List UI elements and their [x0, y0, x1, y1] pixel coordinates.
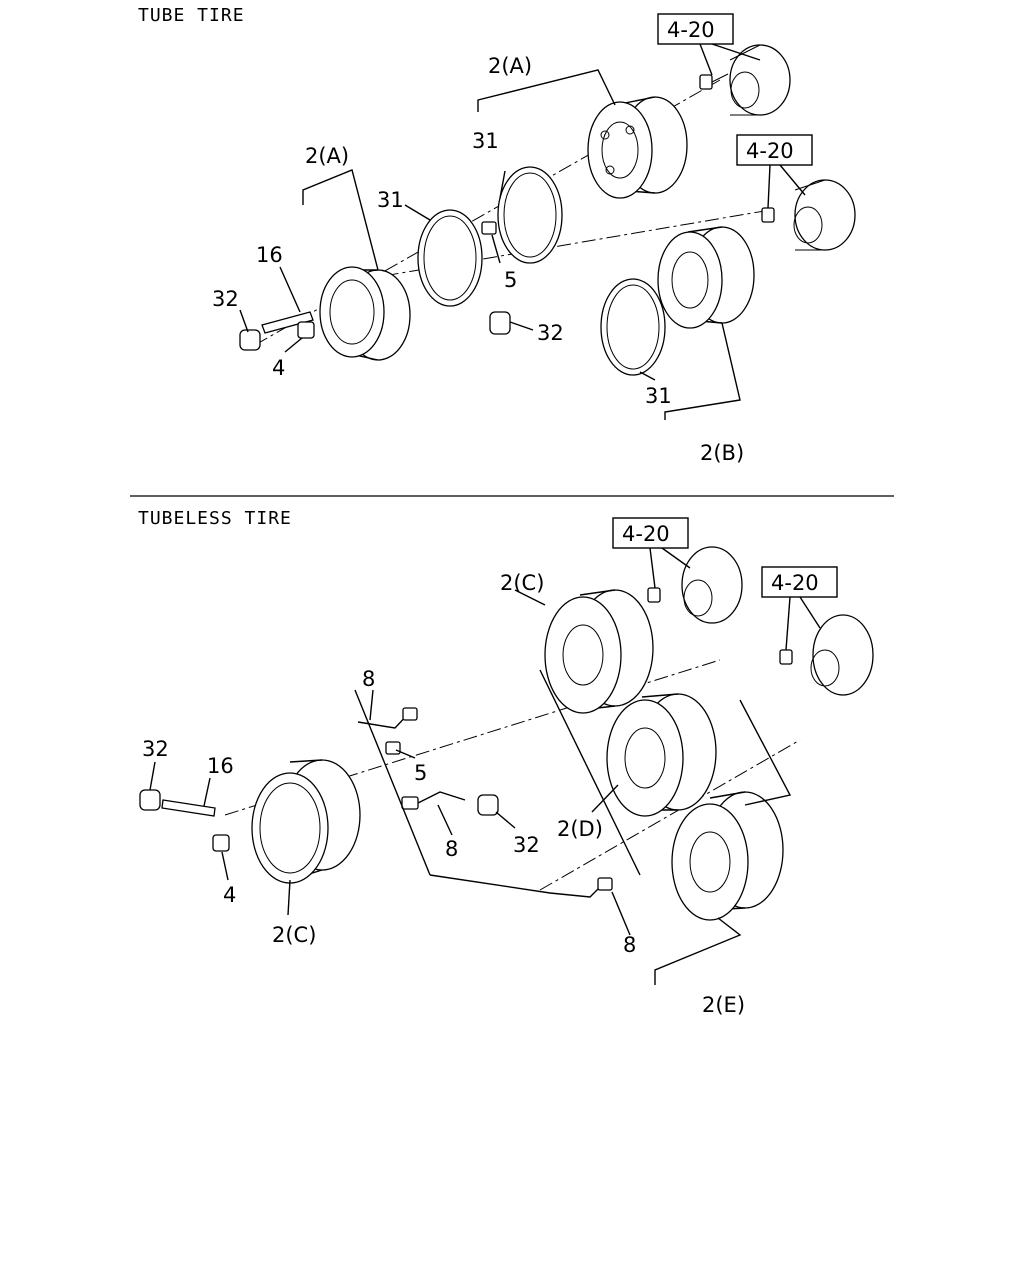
flap-ring: [600, 278, 666, 376]
hub-stud: [761, 207, 775, 223]
flap-ring: [417, 209, 483, 307]
bracket-2a-top: [477, 69, 616, 112]
label-16: 16: [256, 243, 283, 267]
bracket-rims: [739, 699, 792, 806]
hex-nut: [297, 321, 315, 339]
bracket-2a-front: [302, 169, 379, 271]
rim-a-rear: [587, 96, 688, 199]
label-2e: 2(E): [702, 993, 745, 1017]
rim-d: [606, 693, 717, 817]
leader-4: [284, 337, 303, 353]
leader-8-mid: [437, 804, 453, 836]
rim-a-front: [319, 266, 411, 361]
label-5: 5: [504, 268, 517, 292]
tubeless-tire-section: TUBELESS TIRE 4-20 4-20: [138, 508, 874, 1017]
hex-nut: [212, 834, 230, 852]
label-31-mid: 31: [377, 188, 404, 212]
leader-2c-front: [287, 879, 291, 916]
leader-valve-long: [429, 874, 551, 894]
bracket-2e: [654, 917, 742, 985]
label-2d: 2(D): [557, 817, 603, 841]
label-31-bottom: 31: [645, 384, 672, 408]
label-5: 5: [414, 761, 427, 785]
hub-stud: [779, 649, 793, 665]
rim-c-rear: [544, 589, 654, 714]
leader-4: [221, 851, 229, 881]
hub-drum: [681, 546, 743, 624]
label-2c-top: 2(C): [500, 571, 544, 595]
label-4: 4: [272, 356, 285, 380]
bolt-inner: [481, 221, 497, 235]
leader-5: [491, 234, 501, 264]
section-title-tubeless: TUBELESS TIRE: [138, 508, 292, 529]
hub-stud: [699, 73, 729, 90]
label-2c-front: 2(C): [272, 923, 316, 947]
label-31-top: 31: [472, 129, 499, 153]
label-2a-top: 2(A): [488, 54, 532, 78]
valve-stem: [357, 707, 418, 729]
valve-stem: [549, 877, 613, 898]
svg-text:4-20: 4-20: [667, 18, 715, 42]
svg-text:4-20: 4-20: [622, 522, 670, 546]
cap-nut: [239, 329, 261, 351]
ref-box-hub-2: 4-20: [736, 134, 813, 209]
bracket-2b: [664, 322, 741, 420]
label-32-left: 32: [212, 287, 239, 311]
hub-drum: [729, 44, 791, 116]
cap-nut: [139, 789, 161, 811]
leader-8-top: [369, 689, 374, 721]
leader-32-right: [495, 811, 516, 829]
rim-b: [657, 226, 755, 329]
label-8-mid: 8: [445, 837, 458, 861]
label-2a-front: 2(A): [305, 144, 349, 168]
ref-box-hub-1: 4-20: [657, 13, 761, 76]
bolt-long: [161, 799, 216, 817]
cap-nut: [477, 794, 499, 816]
label-8-bottom: 8: [623, 933, 636, 957]
rim-c-front: [251, 759, 361, 884]
label-4: 4: [223, 883, 236, 907]
label-32-right: 32: [537, 321, 564, 345]
leader-2d: [591, 784, 619, 813]
rim-e: [671, 791, 784, 921]
label-32-right: 32: [513, 833, 540, 857]
axis-line: [539, 739, 801, 891]
leader-valve-diagonal: [354, 689, 431, 876]
label-8-top: 8: [362, 667, 375, 691]
leader-16: [203, 777, 211, 807]
hub-stud: [647, 587, 661, 603]
leader-2c-top: [514, 589, 546, 606]
bracket-rims-left: [539, 669, 641, 876]
leader-31-top: [499, 170, 506, 199]
bolt-long: [261, 311, 314, 334]
svg-text:4-20: 4-20: [746, 139, 794, 163]
cap-nut: [489, 311, 511, 335]
ref-box-hub-4: 4-20: [761, 566, 838, 651]
label-2b: 2(B): [700, 441, 744, 465]
hub-drum: [793, 179, 856, 251]
leader-5: [395, 749, 416, 759]
label-16: 16: [207, 754, 234, 778]
leader-8-bottom: [611, 891, 631, 936]
bolt-inner: [385, 741, 401, 755]
leader-31-bottom: [639, 371, 656, 381]
tube-tire-section: TUBE TIRE 4-20 4-20: [138, 5, 856, 465]
leader-32-right: [509, 321, 534, 331]
leader-31-mid: [404, 204, 431, 221]
ref-box-hub-3: 4-20: [612, 517, 691, 589]
leader-32-left: [149, 761, 156, 791]
svg-text:4-20: 4-20: [771, 571, 819, 595]
leader-32-left: [239, 309, 249, 333]
flap-ring: [497, 166, 563, 264]
section-title-tube: TUBE TIRE: [138, 5, 245, 26]
label-32-left: 32: [142, 737, 169, 761]
leader-16: [279, 266, 301, 313]
hub-drum: [810, 614, 874, 696]
valve-stem: [401, 791, 466, 810]
